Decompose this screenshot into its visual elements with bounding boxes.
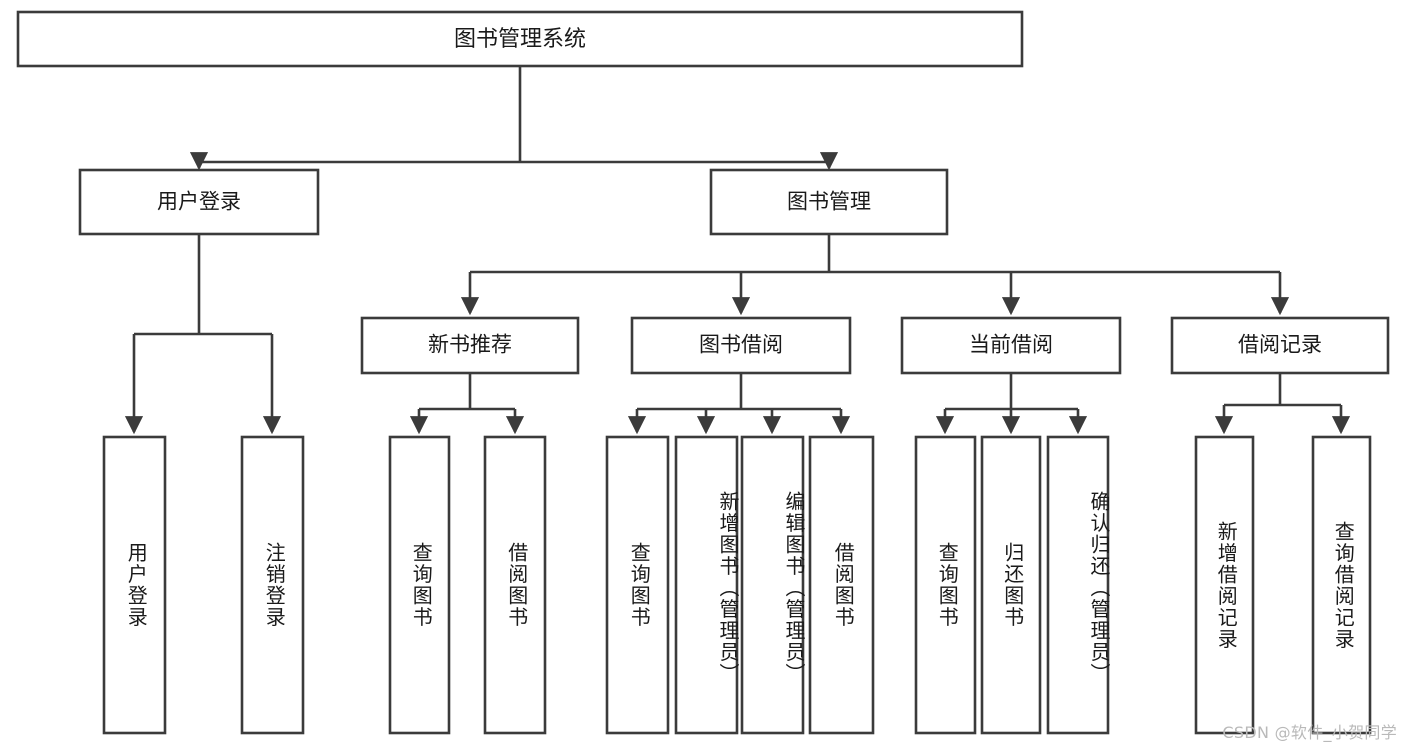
node-borrow-records[interactable]: 借阅记录 (1170, 316, 1390, 375)
connector-group-new-books (409, 373, 525, 435)
connector-group-current (935, 373, 1088, 435)
node-book-management-label: 图书管理 (787, 191, 871, 214)
connector-group-records (1214, 373, 1351, 435)
leaf-box-confirm-return-admin[interactable] (1046, 435, 1110, 735)
leaf-boxes (102, 435, 1372, 735)
leaf-box-query-borrow-record[interactable] (1311, 435, 1372, 735)
node-borrow-records-label: 借阅记录 (1238, 334, 1322, 357)
connector-group-user-login (124, 234, 282, 435)
node-current-borrow[interactable]: 当前借阅 (900, 316, 1122, 375)
node-current-borrow-label: 当前借阅 (969, 334, 1053, 357)
leaf-box-edit-book-admin[interactable] (740, 435, 805, 735)
node-new-book-recommend-box[interactable] (360, 316, 580, 375)
leaf-box-borrow-book[interactable] (808, 435, 875, 735)
node-new-book-recommend-label: 新书推荐 (428, 334, 512, 357)
leaf-box-user-login[interactable] (102, 435, 167, 735)
watermark: CSDN @软件_小贺同学 (1222, 723, 1397, 742)
leaf-box-query-book-current[interactable] (914, 435, 977, 735)
node-book-borrow-box[interactable] (630, 316, 852, 375)
node-new-book-recommend[interactable]: 新书推荐 (360, 316, 580, 375)
node-user-login-label: 用户登录 (157, 191, 241, 214)
leaf-box-query-book-new[interactable] (388, 435, 451, 735)
leaf-box-logout[interactable] (240, 435, 305, 735)
node-book-borrow[interactable]: 图书借阅 (630, 316, 852, 375)
node-user-login-box[interactable] (78, 168, 320, 236)
connector-group-root (189, 66, 839, 171)
node-book-management[interactable]: 图书管理 (709, 168, 949, 236)
leaf-box-borrow-book-new[interactable] (483, 435, 547, 735)
leaf-box-query-book-borrow[interactable] (605, 435, 670, 735)
leaf-box-add-borrow-record[interactable] (1194, 435, 1255, 735)
node-user-login[interactable]: 用户登录 (78, 168, 320, 236)
node-root[interactable]: 图书管理系统 (16, 10, 1024, 68)
node-book-management-box[interactable] (709, 168, 949, 236)
node-book-borrow-label: 图书借阅 (699, 334, 783, 357)
node-borrow-records-box[interactable] (1170, 316, 1390, 375)
leaf-box-return-book[interactable] (980, 435, 1042, 735)
node-root-box[interactable] (16, 10, 1024, 68)
connector-group-borrow (627, 373, 851, 435)
node-current-borrow-box[interactable] (900, 316, 1122, 375)
leaf-box-add-book-admin[interactable] (674, 435, 739, 735)
connector-group-book-mgmt (460, 234, 1290, 316)
node-root-label: 图书管理系统 (454, 26, 586, 51)
